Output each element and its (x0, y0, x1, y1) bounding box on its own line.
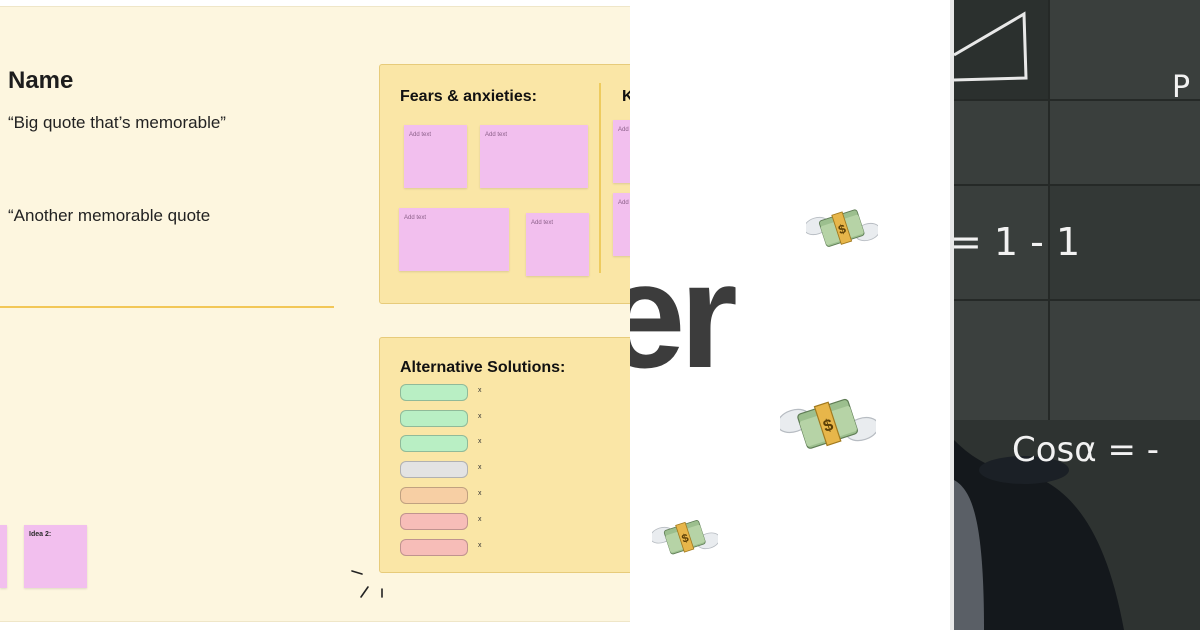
chalk-text-cos: Cosα = - (1012, 430, 1160, 470)
alternative-solution-pill[interactable] (400, 435, 468, 452)
alternative-solution-pill[interactable] (400, 461, 468, 478)
alternative-solution-marker: x (478, 438, 482, 445)
sticky-note[interactable]: Add text (399, 208, 509, 271)
big-text-fragment: er (630, 231, 738, 399)
sticky-placeholder: Add text (409, 132, 432, 138)
persona-name: Name (8, 67, 74, 94)
alternative-solution-pill[interactable] (400, 410, 468, 427)
money-with-wings-icon: $ (780, 398, 876, 449)
chalkboard-photo: P = 1 - 1 Cosα = - (954, 0, 1200, 630)
middle-panel: er $ $ $ (630, 0, 950, 630)
money-with-wings-icon: $ (806, 209, 878, 247)
svg-text:$: $ (837, 222, 848, 237)
fears-card[interactable]: Fears & anxieties: K Add text Add text A… (379, 64, 630, 304)
sticky-placeholder: Add text (485, 132, 508, 138)
alternative-solutions-title: Alternative Solutions: (400, 359, 566, 376)
sticky-note[interactable]: Add text (526, 213, 589, 276)
alternative-solution-marker: x (478, 490, 482, 497)
sparkle-doodle-icon (351, 570, 383, 598)
alternative-solution-marker: x (478, 542, 482, 549)
idea-sticky-note[interactable] (0, 525, 7, 588)
sticky-placeholder: Add text (404, 215, 427, 221)
sticky-note[interactable]: Add text (613, 120, 630, 183)
alternative-solution-marker: x (478, 464, 482, 471)
money-with-wings-icon: $ (652, 520, 718, 555)
alternative-solution-pill[interactable] (400, 384, 468, 401)
idea-label: Idea 2: (29, 531, 52, 538)
panel-separator (950, 0, 954, 630)
sticky-placeholder: Add text (618, 127, 630, 133)
whiteboard-panel: Name “Big quote that’s memorable” “Anoth… (0, 6, 630, 622)
alternative-solution-marker: x (478, 413, 482, 420)
svg-text:$: $ (680, 532, 690, 546)
sticky-placeholder: Add text (618, 200, 630, 206)
alternative-solution-pill[interactable] (400, 487, 468, 504)
sticky-note[interactable]: Add text (613, 193, 630, 256)
quote-1: “Big quote that’s memorable” (8, 113, 226, 132)
chalk-text-p: P (1172, 70, 1191, 105)
chalk-text-equation: = 1 - 1 (954, 220, 1081, 264)
quote-2: “Another memorable quote (8, 206, 211, 225)
alternative-solutions-card[interactable]: Alternative Solutions: x x x x x x x (379, 337, 630, 573)
alternative-solution-pill[interactable] (400, 513, 468, 530)
sticky-note[interactable]: Add text (480, 125, 588, 188)
card-divider (599, 83, 601, 273)
alternative-solution-marker: x (478, 516, 482, 523)
idea-sticky-note[interactable]: Idea 2: (24, 525, 87, 588)
chalkboard-illustration (954, 0, 1200, 630)
sticky-placeholder: Add text (531, 220, 554, 226)
alternative-solution-marker: x (478, 387, 482, 394)
section-divider (0, 306, 334, 308)
fears-title: Fears & anxieties: (400, 88, 537, 105)
whiteboard-canvas: Name “Big quote that’s memorable” “Anoth… (0, 6, 630, 622)
sticky-note[interactable]: Add text (404, 125, 467, 188)
alternative-solution-pill[interactable] (400, 539, 468, 556)
next-card-title: K (622, 88, 630, 105)
